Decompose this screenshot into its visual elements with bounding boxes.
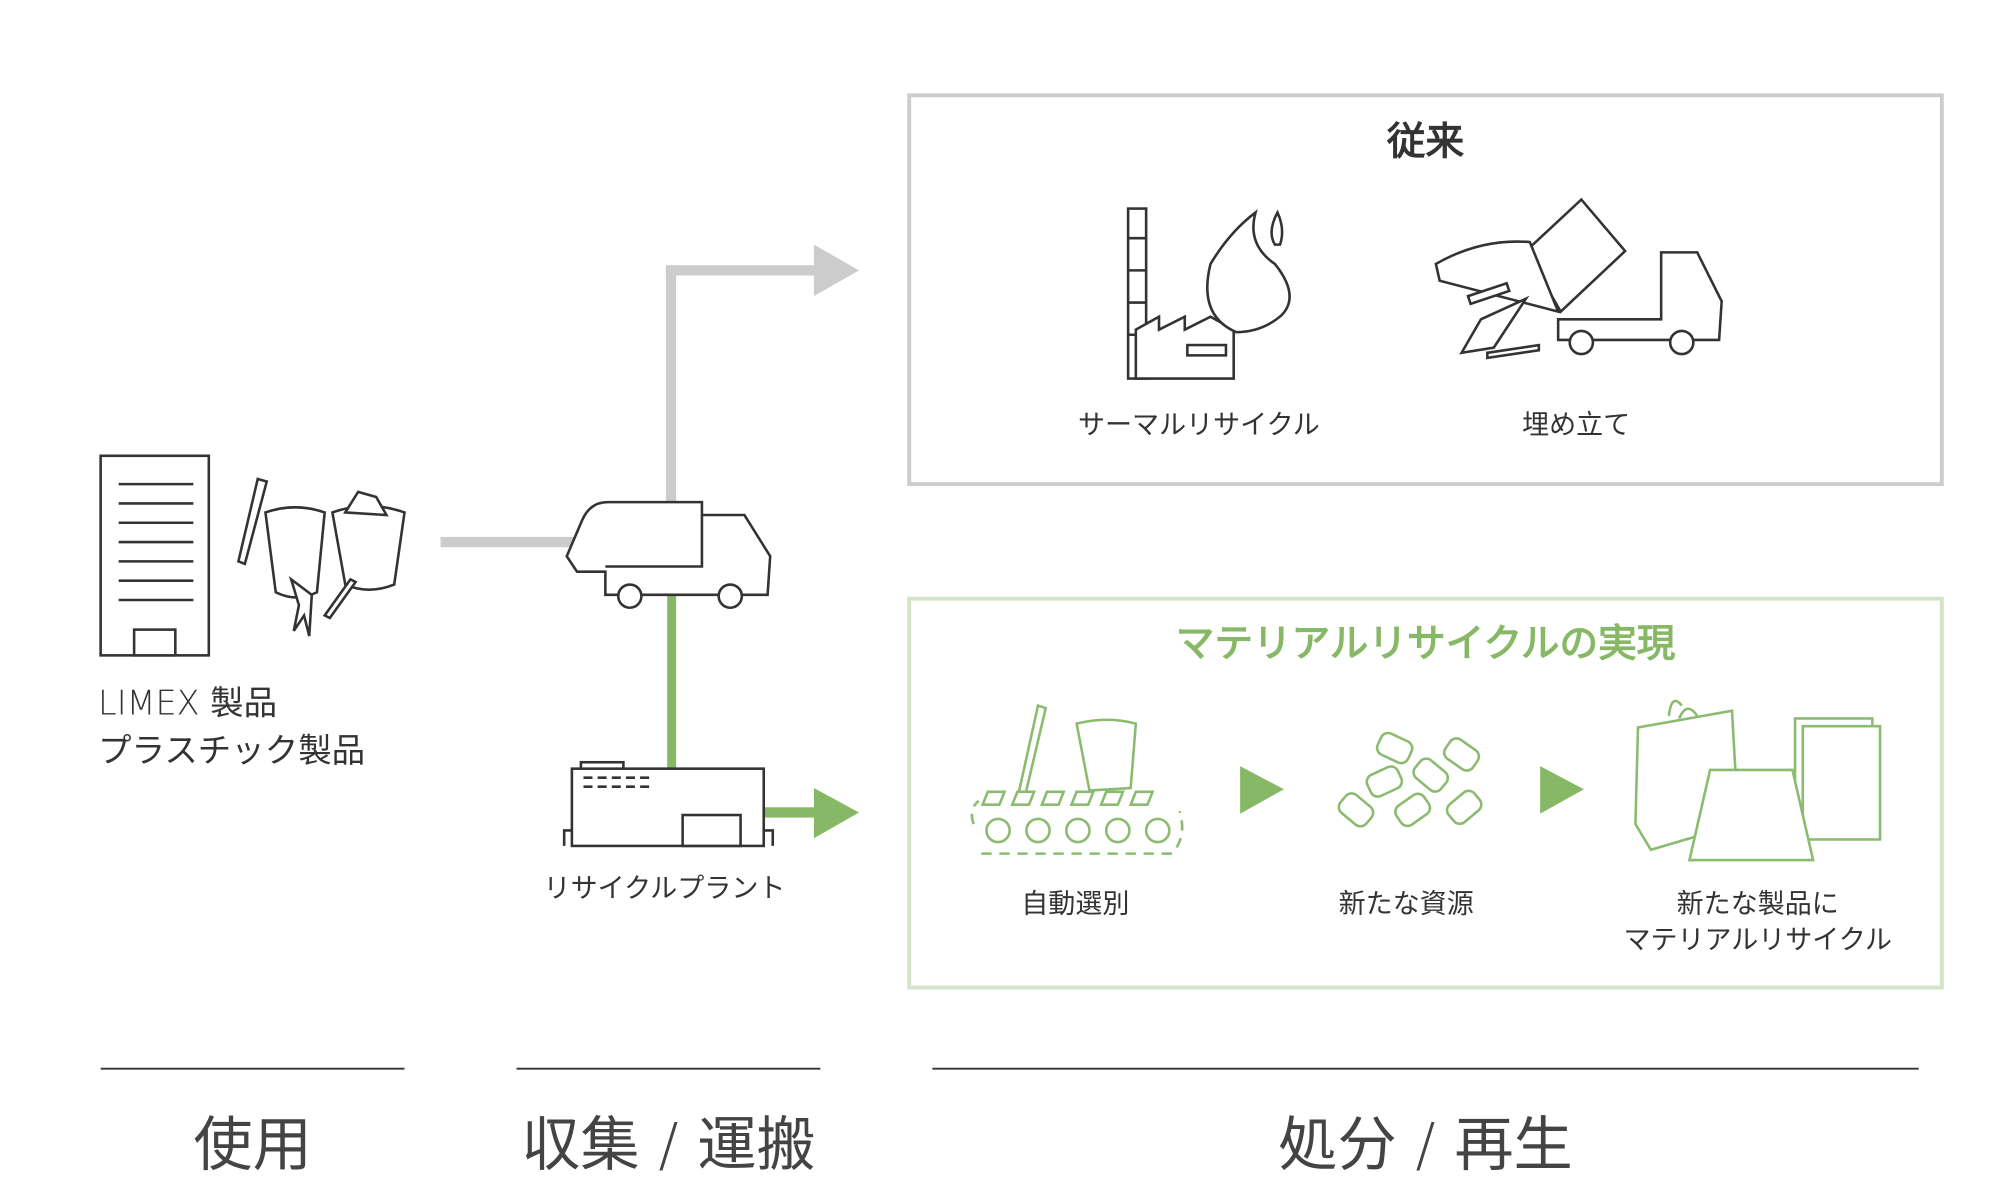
- stage-use: 使用: [193, 1110, 311, 1179]
- new-resource-label: 新たな資源: [1339, 889, 1474, 920]
- garbage-truck-icon: [565, 500, 772, 610]
- stage-collection-transport: 収集 / 運搬: [521, 1110, 815, 1179]
- building-document-icon: [99, 454, 211, 657]
- conventional-title: 従来: [1386, 120, 1465, 165]
- new-product-label-line1: 新たな製品に: [1677, 889, 1839, 920]
- landfill-truck-icon: [1434, 197, 1723, 360]
- auto-sorting-label: 自動選別: [1021, 889, 1129, 920]
- plastic-waste-icon: [236, 477, 406, 637]
- green-flow-path: [667, 566, 860, 839]
- thermal-recycle-label: サーマルリサイクル: [1078, 410, 1320, 441]
- material-title: マテリアルリサイクルの実現: [1176, 622, 1676, 667]
- new-product-label-line2: マテリアルリサイクル: [1623, 925, 1892, 956]
- recycle-plant-label: リサイクルプラント: [544, 873, 786, 904]
- step-arrow-icon: [1540, 766, 1584, 814]
- source-label-limex: LIMEX 製品: [98, 684, 277, 723]
- landfill-label: 埋め立て: [1522, 410, 1630, 441]
- bags-paper-icon: [1634, 699, 1882, 862]
- step-arrow-icon: [1240, 766, 1284, 814]
- grey-flow-path: [440, 244, 860, 548]
- source-label-plastic: プラスチック製品: [98, 731, 365, 770]
- conventional-box: [907, 93, 1944, 487]
- material-recycle-box: [907, 596, 1944, 990]
- recycling-plant-icon: [562, 760, 775, 848]
- arrow-to-material-icon: [813, 787, 860, 839]
- arrow-to-conventional-icon: [813, 244, 860, 297]
- factory-fire-icon: [1126, 207, 1291, 380]
- conveyor-sorting-icon: [970, 703, 1184, 855]
- stage-disposal-recycle: 処分 / 再生: [1278, 1110, 1572, 1179]
- pellets-icon: [1337, 731, 1483, 828]
